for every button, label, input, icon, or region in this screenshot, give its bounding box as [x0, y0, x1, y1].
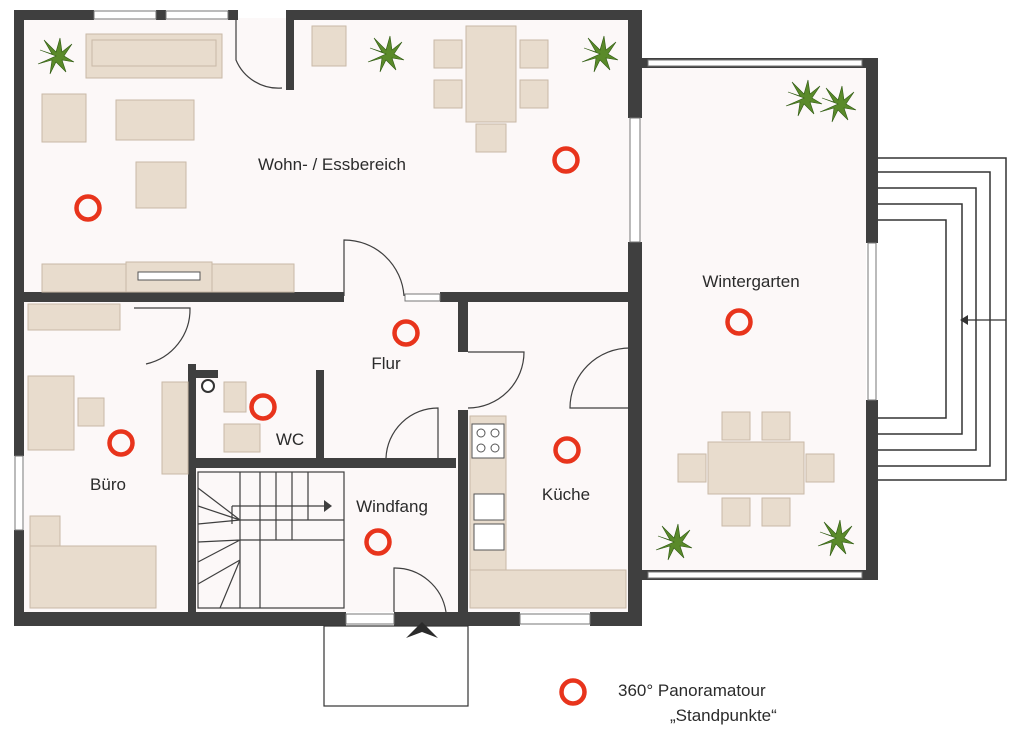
panorama-marker-icon[interactable]	[553, 436, 581, 464]
garden-steps	[878, 157, 1007, 481]
legend-marker-icon	[559, 678, 587, 706]
staircase	[197, 471, 345, 609]
panorama-marker-icon[interactable]	[392, 319, 420, 347]
windows	[14, 10, 877, 625]
plant-icon	[367, 35, 405, 73]
room-label-wc: WC	[276, 430, 304, 449]
legend: 360° Panoramatour „Standpunkte“	[559, 678, 777, 725]
panorama-marker-icon[interactable]	[364, 528, 392, 556]
plant-icon	[819, 85, 857, 123]
plant-icon	[817, 519, 855, 557]
legend-line-1: 360° Panoramatour	[618, 681, 766, 700]
doors	[134, 20, 631, 613]
panorama-marker-icon[interactable]	[552, 146, 580, 174]
room-label-wintergarten: Wintergarten	[702, 272, 799, 291]
room-label-buero: Büro	[90, 475, 126, 494]
room-label-kueche: Küche	[542, 485, 590, 504]
floor-areas	[24, 18, 866, 612]
panorama-marker-icon[interactable]	[107, 429, 135, 457]
panorama-markers	[74, 146, 753, 556]
entrance-arrow-icon	[406, 622, 438, 638]
plant-icon	[37, 37, 75, 75]
room-labels: Wohn- / Essbereich Wintergarten Flur WC …	[90, 155, 800, 516]
plant-icon	[581, 35, 619, 73]
plants	[37, 35, 857, 561]
furniture	[27, 25, 835, 609]
legend-line-2: „Standpunkte“	[670, 706, 777, 725]
room-label-flur: Flur	[371, 354, 401, 373]
panorama-marker-icon[interactable]	[74, 194, 102, 222]
panorama-marker-icon[interactable]	[725, 308, 753, 336]
room-label-windfang: Windfang	[356, 497, 428, 516]
room-label-wohn: Wohn- / Essbereich	[258, 155, 406, 174]
entrance-steps	[323, 622, 469, 707]
panorama-marker-icon[interactable]	[249, 393, 277, 421]
plant-icon	[655, 523, 693, 561]
plant-icon	[785, 79, 823, 117]
